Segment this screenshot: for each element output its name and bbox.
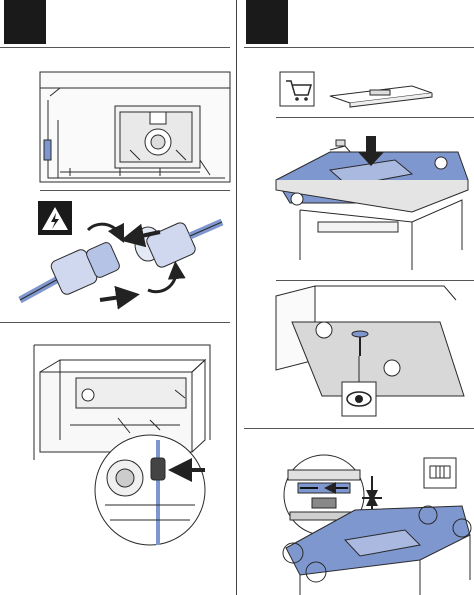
divider-5-a [40,190,230,191]
cabinet-pump-view [39,71,231,183]
sink-install-view [275,139,469,270]
shopping-cart-icon [279,71,315,107]
step-6-badge [246,0,288,44]
divider-5-top [0,47,230,48]
divider-5-mid [0,322,230,323]
center-divider [236,0,237,595]
eye-icon [341,356,377,417]
step-5-badge [4,0,46,44]
divider-6-top [244,47,474,48]
rotate-arrow-icon [86,222,186,294]
sink-product [329,85,433,108]
divider-6-mid [244,428,474,429]
level-indicator-icon [423,457,457,489]
sink-level-view [282,505,472,595]
push-arrow-icon [99,223,161,310]
down-arrow-icon [358,136,384,166]
divider-6-a [276,117,474,118]
electrical-hazard-icon [38,201,72,235]
divider-6-b [276,280,474,281]
rail-adjust-view [275,285,465,397]
